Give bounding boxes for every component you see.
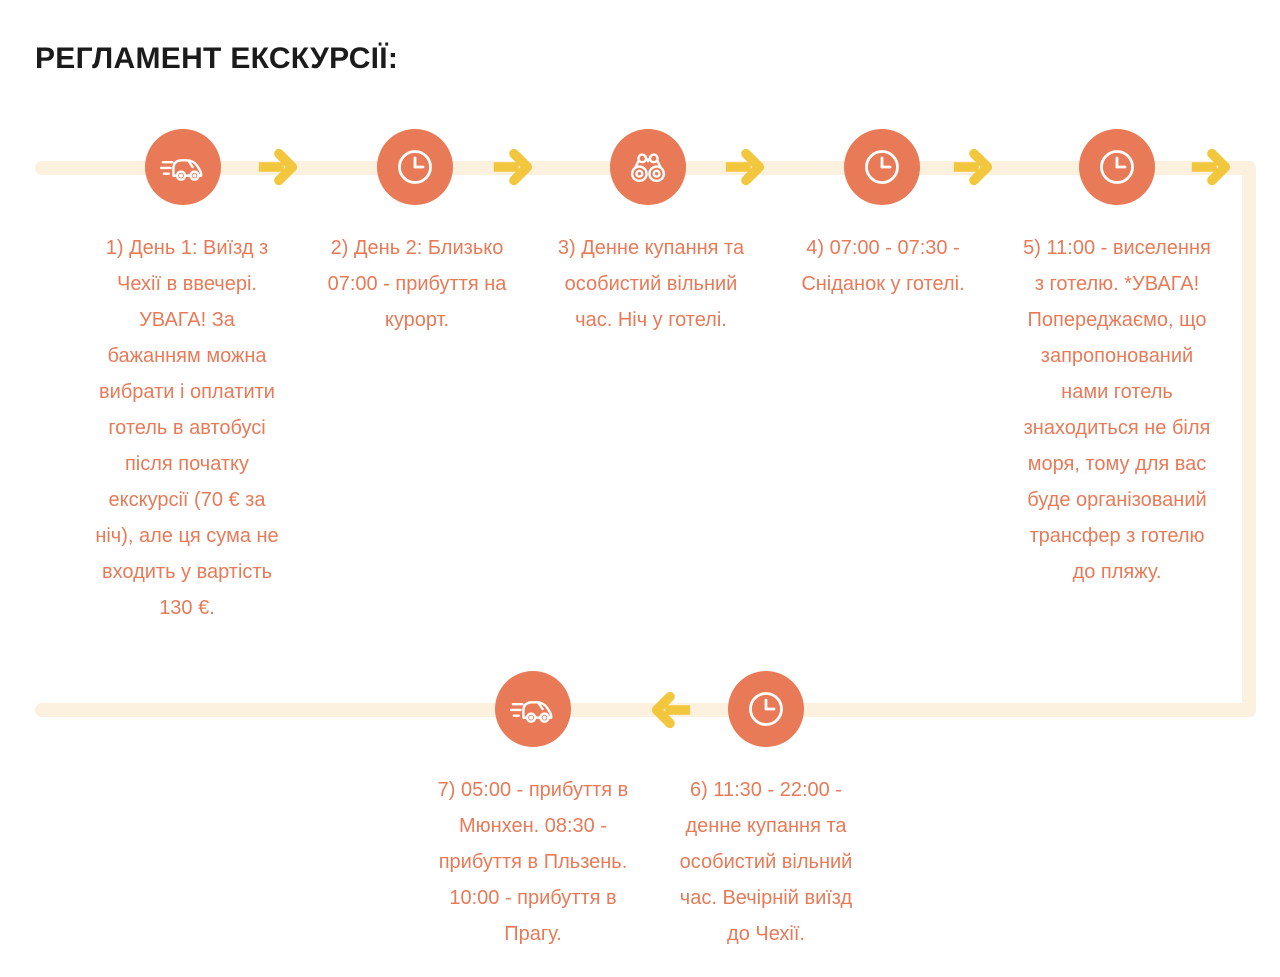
arrow-right-icon	[256, 147, 300, 187]
timeline-node-step6	[728, 671, 804, 747]
clock-icon	[749, 692, 783, 726]
timeline-track-vertical	[1242, 161, 1256, 717]
bus-icon	[510, 701, 553, 723]
arrow-right-icon	[491, 147, 535, 187]
timeline-node-step4	[844, 129, 920, 205]
timeline-node-step1	[145, 129, 221, 205]
binoculars-icon	[630, 153, 666, 183]
arrow-right-icon	[1189, 147, 1233, 187]
timeline-node-step5	[1079, 129, 1155, 205]
clock-icon	[398, 150, 432, 184]
arrow-right-icon	[951, 147, 995, 187]
timeline-node-step7	[495, 671, 571, 747]
arrow-right-icon	[723, 147, 767, 187]
clock-icon	[1100, 150, 1134, 184]
step-text-5: 5) 11:00 - виселення з готелю. *УВАГА! П…	[1023, 237, 1211, 583]
step-text-3: 3) Денне купання та особистий вільний ча…	[557, 237, 745, 331]
step-text-1: 1) День 1: Виїзд з Чехії в ввечері. УВАГ…	[95, 237, 279, 619]
arrow-left-icon	[649, 690, 693, 730]
step-text-2: 2) День 2: Близько 07:00 - прибуття на к…	[327, 237, 507, 331]
bus-icon	[160, 159, 203, 181]
step-text-6: 6) 11:30 - 22:00 - денне купання та особ…	[679, 779, 853, 945]
clock-icon	[865, 150, 899, 184]
step-text-4: 4) 07:00 - 07:30 - Сніданок у готелі.	[801, 237, 965, 295]
timeline-node-step2	[377, 129, 453, 205]
page-title: РЕГЛАМЕНТ ЕКСКУРСІЇ:	[35, 42, 399, 75]
timeline-node-step3	[610, 129, 686, 205]
timeline-track-row2	[35, 703, 1256, 717]
step-text-7: 7) 05:00 - прибуття в Мюнхен. 08:30 - пр…	[437, 779, 629, 945]
